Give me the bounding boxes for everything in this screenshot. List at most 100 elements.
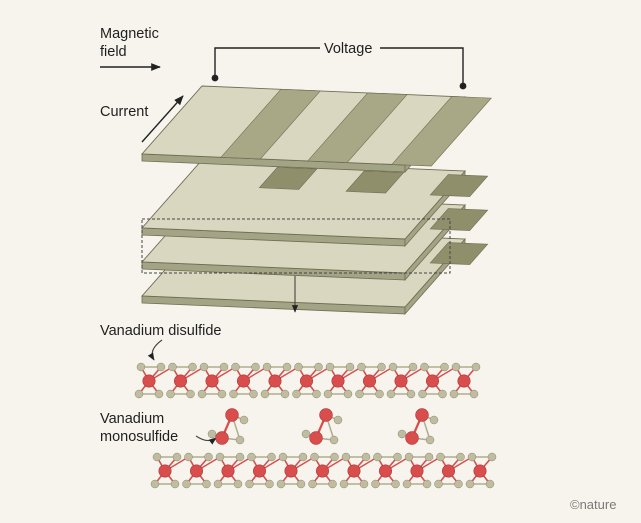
sulfur-atom [355,389,364,399]
vanadium-monosulfide-label-line2: monosulfide [100,429,179,445]
sulfur-atom [397,429,407,439]
vanadium-atom [190,464,204,478]
sulfur-atom [280,389,290,399]
sulfur-atom [292,389,301,399]
sulfur-atom [247,452,256,462]
sulfur-atom [465,479,475,489]
sulfur-atom [343,389,353,399]
sulfur-atom [373,452,382,462]
sulfur-atom [233,479,243,489]
vanadium-monosulfide-unit-1 [207,408,249,445]
sulfur-atom [425,435,435,445]
magnetic-field-label-line1: Magnetic [100,26,159,42]
sulfur-atom [471,362,481,372]
sulfur-atom [314,362,323,372]
sulfur-atom [449,389,459,399]
electrode-strip [429,208,489,231]
current-arrow [141,95,184,143]
sulfur-atom [485,479,495,489]
sulfur-atom [345,362,355,372]
sulfur-atom [282,362,292,372]
sulfur-atom [156,362,166,372]
sulfur-atom [152,452,162,462]
vanadium-disulfide-label: Vanadium disulfide [100,323,222,339]
vanadium-atom [221,464,235,478]
sulfur-atom [341,452,351,462]
sulfur-atom [333,415,343,425]
sulfur-atom [231,362,240,372]
sulfur-atom [408,362,418,372]
vanadium-monosulfide-unit-3 [397,408,439,445]
sulfur-atom [219,362,229,372]
sulfur-atom [166,389,175,399]
vanadium-disulfide-chain-top [134,362,481,399]
sulfur-atom [251,362,260,372]
electrode-strip [220,88,321,160]
sulfur-atom [451,362,461,372]
sulfur-atom [328,479,337,489]
atomic-structure [134,362,497,489]
layer-stack [141,85,492,316]
sulfur-atom [438,389,447,399]
vanadium-atom [405,431,419,445]
sulfur-atom [323,389,333,399]
sulfur-atom [393,452,402,462]
sulfur-atom [213,479,223,489]
sulfur-atom [202,479,211,489]
sulfur-atom [357,362,366,372]
monosulfide-pointer [195,435,217,445]
sulfur-atom [199,362,209,372]
electrode-strip [391,96,492,167]
sulfur-atom [404,452,414,462]
sulfur-atom [391,479,400,489]
disulfide-pointer [147,339,163,361]
sulfur-atom [422,479,432,489]
sulfur-atom [260,389,270,399]
sulfur-atom [406,389,416,399]
sulfur-atom [487,452,497,462]
voltage-wire-right [380,47,464,86]
vanadium-atom [319,408,333,422]
vanadium-atom [347,464,361,478]
sulfur-atom [168,362,177,372]
vanadium-atom [378,464,392,478]
current-label: Current [100,104,149,120]
layer-4 [141,85,492,174]
sulfur-atom [235,435,245,445]
vanadium-atom [315,464,329,478]
sulfur-atom [207,429,217,439]
sulfur-atom [418,389,427,399]
vanadium-atom [142,374,156,388]
sulfur-atom [134,389,144,399]
sulfur-atom [429,415,439,425]
vanadium-atom [253,464,267,478]
sulfur-atom [182,479,191,489]
sulfur-atom [184,452,193,462]
sulfur-atom [229,389,238,399]
vanadium-atom [205,374,219,388]
nature-credit: ©nature [570,497,617,512]
sulfur-atom [424,452,434,462]
sulfur-atom [375,389,384,399]
vanadium-monosulfide-unit-2 [301,408,343,445]
vanadium-atom [215,431,229,445]
sulfur-atom [329,435,339,445]
sulfur-atom [388,362,398,372]
sulfur-atom [377,362,386,372]
voltage-wires [211,47,467,90]
sulfur-atom [420,362,429,372]
vanadium-atom [268,374,282,388]
sulfur-atom [276,479,286,489]
sulfur-atom [217,389,227,399]
sulfur-atom [330,452,339,462]
sulfur-atom [361,452,371,462]
sulfur-atom [245,479,254,489]
voltage-label: Voltage [324,41,373,57]
zoom-selection-box [141,218,451,274]
sulfur-atom [298,452,308,462]
vanadium-atom [158,464,172,478]
vanadium-atom [473,464,487,478]
vanadium-atom [309,431,323,445]
